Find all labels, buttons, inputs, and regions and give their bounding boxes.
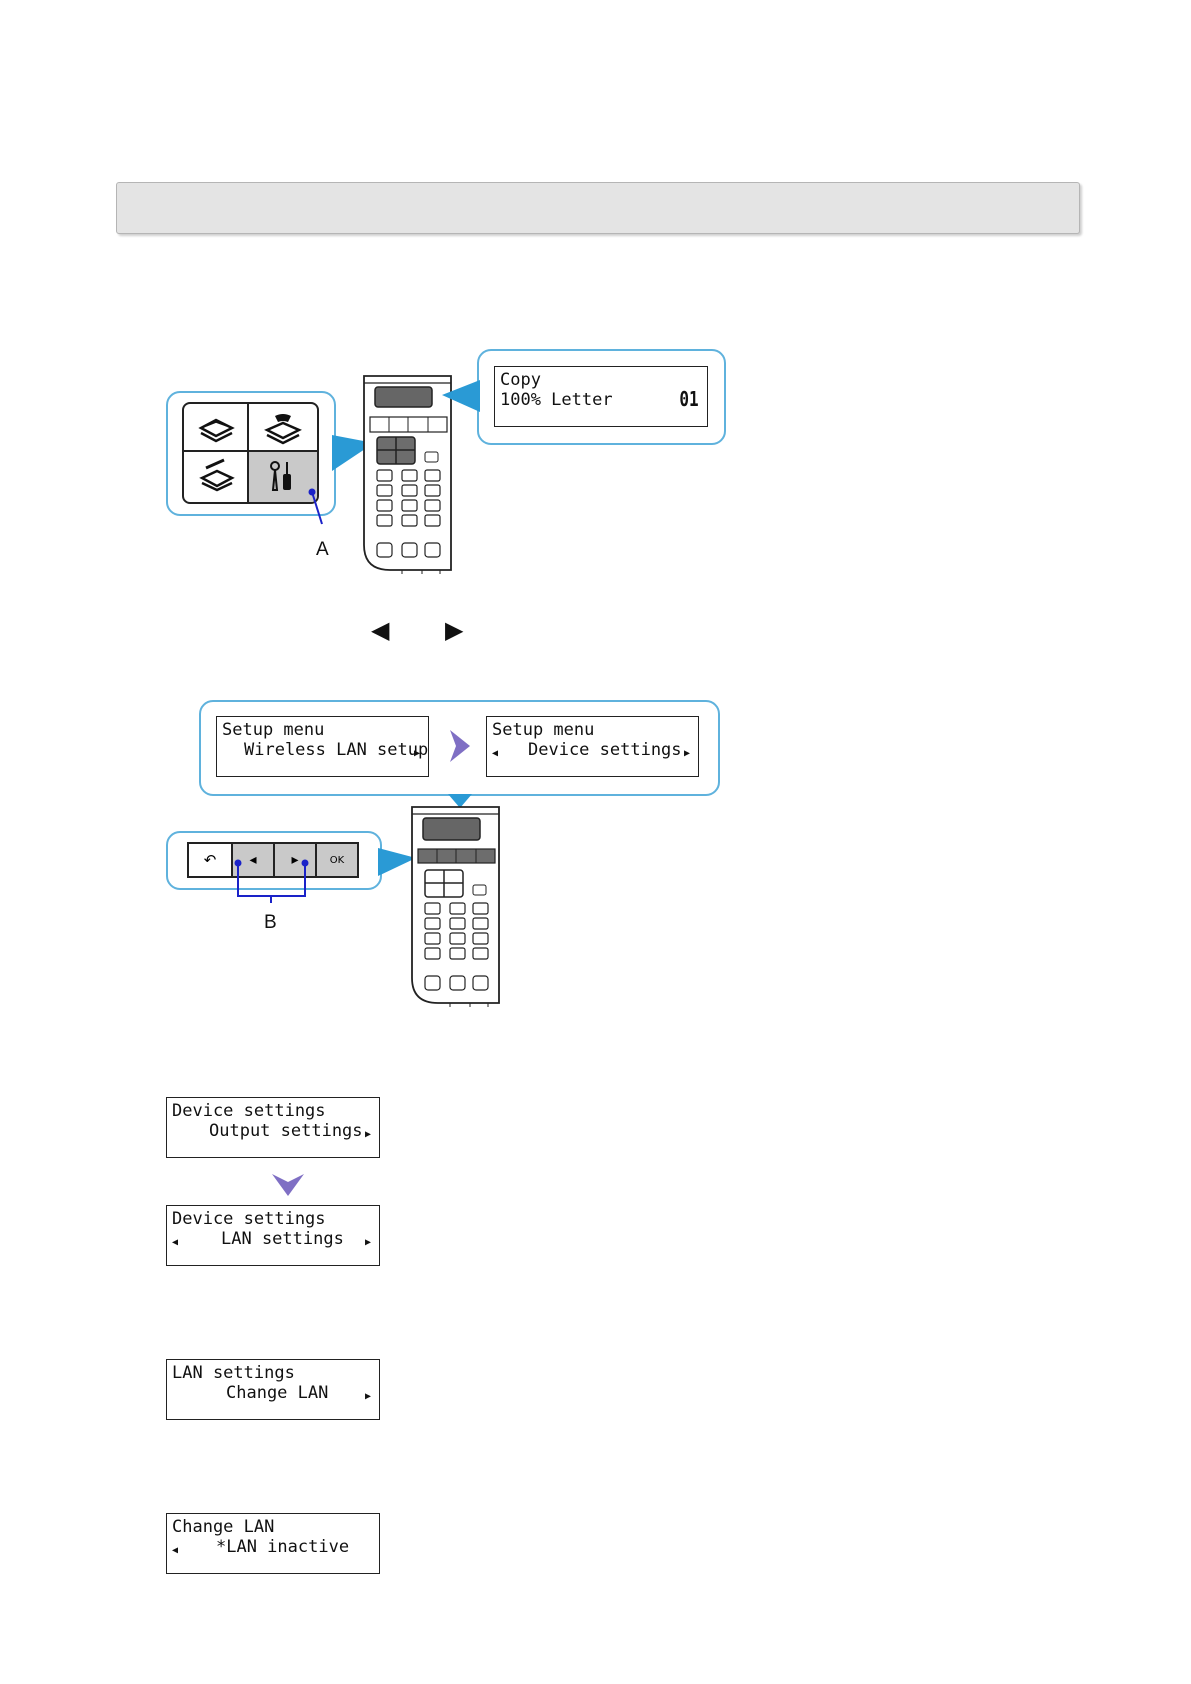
lcd-line-1: Copy bbox=[500, 370, 541, 390]
lcd-copy-screen: Copy 100% Letter 01 bbox=[494, 366, 708, 427]
label-b-bracket bbox=[234, 859, 309, 903]
back-button[interactable]: ↶ bbox=[189, 844, 233, 876]
right-arrow-icon: ▸ bbox=[291, 852, 299, 868]
lcd-copy-count: 01 bbox=[679, 387, 699, 411]
ok-label: OK bbox=[329, 854, 345, 866]
lcd-line-2: Output settings bbox=[209, 1121, 363, 1141]
flow-arrow-down-icon bbox=[272, 1174, 304, 1196]
control-panel-illustration bbox=[332, 375, 452, 574]
left-arrow-icon: ◂ bbox=[249, 852, 257, 868]
setup-button[interactable] bbox=[249, 452, 317, 502]
lcd-screen-device-settings: Setup menu ◀ Device settings ▶ bbox=[486, 716, 699, 777]
lcd-line-1: Change LAN bbox=[172, 1517, 275, 1537]
lcd-line-2: Wireless LAN setup bbox=[244, 740, 429, 760]
nav-button-row: ↶ ◂ ▸ OK bbox=[187, 842, 359, 878]
lcd-line-1: LAN settings bbox=[172, 1363, 295, 1383]
right-arrow-icon: ▶ bbox=[413, 748, 420, 759]
flow-arrow-right-icon bbox=[450, 730, 470, 762]
lcd-screen-wireless: Setup menu Wireless LAN setup ▶ bbox=[216, 716, 429, 777]
back-icon: ↶ bbox=[203, 851, 217, 869]
lcd-screen-output-settings: Device settings Output settings ▶ bbox=[166, 1097, 380, 1158]
right-arrow-icon: ▶ bbox=[364, 1237, 371, 1248]
lcd-line-1: Setup menu bbox=[492, 720, 595, 740]
control-panel-illustration bbox=[378, 806, 500, 1007]
lcd-screen-lan-inactive: Change LAN ◀ *LAN inactive bbox=[166, 1513, 380, 1574]
label-a-pointer bbox=[308, 488, 323, 525]
lcd-line-2: Change LAN bbox=[226, 1383, 329, 1403]
left-arrow-icon: ◀ bbox=[371, 616, 390, 644]
left-button[interactable]: ◂ bbox=[233, 844, 275, 876]
setup-icon bbox=[270, 461, 291, 491]
function-button-grid bbox=[182, 402, 319, 504]
down-pointer bbox=[448, 794, 472, 808]
fax-button[interactable] bbox=[249, 404, 317, 452]
lcd-line-2: *LAN inactive bbox=[216, 1537, 350, 1557]
scan-button[interactable] bbox=[184, 452, 249, 502]
left-arrow-icon: ◀ bbox=[172, 1237, 179, 1248]
right-arrow-icon: ▶ bbox=[364, 1391, 371, 1402]
copy-button[interactable] bbox=[184, 404, 249, 452]
left-arrow-icon: ◀ bbox=[172, 1545, 179, 1556]
lcd-line-2: 100% Letter bbox=[500, 390, 613, 410]
pointer-arrow-left bbox=[378, 848, 416, 876]
right-arrow-icon: ▶ bbox=[683, 748, 690, 759]
left-arrow-icon: ◀ bbox=[492, 748, 499, 759]
right-arrow-icon: ▶ bbox=[445, 616, 464, 644]
label-a: A bbox=[316, 539, 329, 560]
lcd-screen-lan-settings: Device settings ◀ LAN settings ▶ bbox=[166, 1205, 380, 1266]
label-b: B bbox=[264, 912, 277, 933]
fax-icon bbox=[264, 414, 302, 445]
right-arrow-icon: ▶ bbox=[364, 1129, 371, 1140]
lcd-line-1: Setup menu bbox=[222, 720, 325, 740]
scan-icon bbox=[199, 458, 235, 492]
lcd-pointer bbox=[442, 380, 480, 412]
copy-icon bbox=[198, 418, 235, 443]
lcd-screen-change-lan: LAN settings Change LAN ▶ bbox=[166, 1359, 380, 1420]
lcd-line-1: Device settings bbox=[172, 1101, 326, 1121]
section-header-bar bbox=[116, 182, 1080, 234]
lcd-line-2: LAN settings bbox=[221, 1229, 344, 1249]
ok-button[interactable]: OK bbox=[317, 844, 357, 876]
right-button[interactable]: ▸ bbox=[275, 844, 317, 876]
lcd-line-1: Device settings bbox=[172, 1209, 326, 1229]
lcd-line-2: Device settings bbox=[528, 740, 682, 760]
